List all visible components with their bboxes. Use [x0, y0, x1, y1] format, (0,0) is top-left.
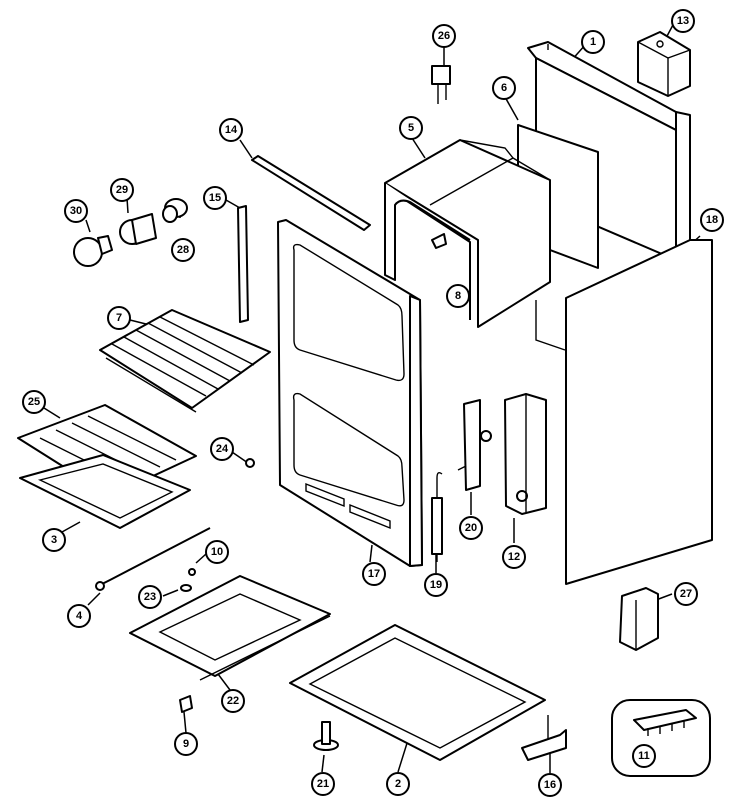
oven-rack: [99, 309, 271, 413]
support-bracket: [521, 715, 567, 761]
top-trim-strip: [251, 155, 371, 231]
callout-5: 5: [399, 116, 423, 140]
callout-22: 22: [221, 689, 245, 713]
lamp-socket: [162, 198, 188, 223]
callout-6: 6: [492, 76, 516, 100]
callout-16: 16: [538, 773, 562, 797]
callout-18: 18: [700, 208, 724, 232]
callout-24: 24: [210, 437, 234, 461]
door-hinge: [457, 399, 492, 491]
nut: [245, 458, 255, 468]
callout-1: 1: [581, 30, 605, 54]
side-trim-strip: [237, 205, 249, 323]
front-frame: [277, 219, 423, 567]
clip: [431, 233, 447, 249]
callout-28: 28: [171, 238, 195, 262]
callout-21: 21: [311, 772, 335, 796]
callout-26: 26: [432, 24, 456, 48]
spring-clip: [179, 695, 193, 713]
control-rod: [95, 527, 211, 591]
callout-29: 29: [110, 178, 134, 202]
light-bulb: [73, 235, 113, 267]
callout-7: 7: [107, 306, 131, 330]
burner-box: [129, 575, 331, 681]
hinge-receiver: [504, 393, 547, 515]
callout-8: 8: [446, 284, 470, 308]
parts-box: [611, 699, 711, 777]
callout-13: 13: [671, 9, 695, 33]
callout-17: 17: [362, 562, 386, 586]
broiler-pan-insert: [17, 404, 197, 497]
back-panel: [527, 41, 691, 351]
callout-15: 15: [203, 186, 227, 210]
callout-10: 10: [205, 540, 229, 564]
callout-23: 23: [138, 585, 162, 609]
callout-3: 3: [42, 528, 66, 552]
leveling-leg: [313, 721, 339, 751]
lamp-holder: [119, 213, 157, 245]
callout-30: 30: [64, 199, 88, 223]
callout-25: 25: [22, 390, 46, 414]
callout-9: 9: [174, 732, 198, 756]
callout-4: 4: [67, 604, 91, 628]
callout-12: 12: [502, 545, 526, 569]
callout-27: 27: [674, 582, 698, 606]
bottom-panel: [289, 624, 546, 761]
washer: [180, 584, 192, 592]
door-spring: [431, 471, 443, 562]
callout-14: 14: [219, 118, 243, 142]
callout-11: 11: [632, 744, 656, 768]
corner-bracket: [637, 31, 691, 97]
side-panel: [565, 239, 713, 585]
broiler-pan: [19, 454, 191, 529]
callout-20: 20: [459, 516, 483, 540]
anti-tip-bracket: [619, 587, 659, 651]
screw: [188, 568, 196, 576]
switch: [431, 65, 451, 104]
callout-19: 19: [424, 573, 448, 597]
callout-2: 2: [386, 772, 410, 796]
